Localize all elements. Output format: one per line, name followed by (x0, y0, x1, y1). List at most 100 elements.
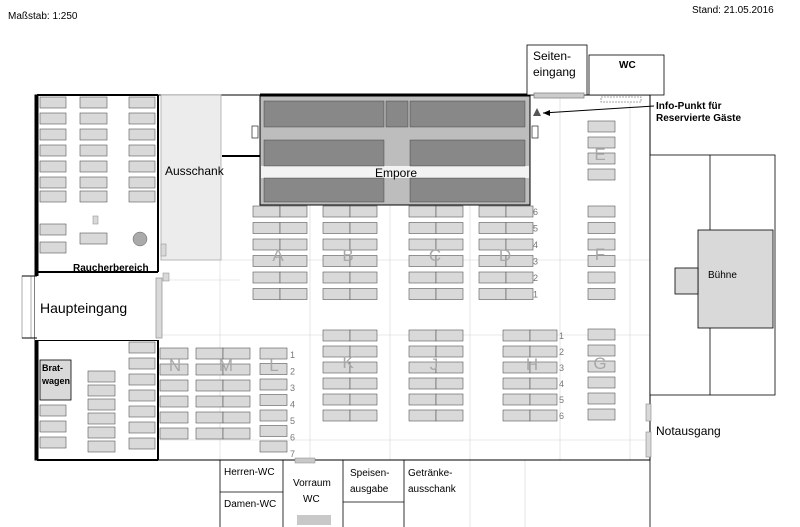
table (587, 136, 616, 149)
row-number: 2 (533, 273, 538, 283)
table (195, 411, 224, 424)
table (478, 288, 507, 300)
table (349, 271, 378, 284)
block-letter: J (430, 355, 439, 374)
table (39, 96, 67, 109)
table (252, 288, 281, 300)
table (587, 376, 616, 389)
table (349, 361, 378, 374)
side-entrance-label-2: eingang (533, 65, 576, 79)
food-counter-label-2: ausgabe (350, 484, 389, 495)
table (39, 241, 67, 254)
table (529, 329, 558, 342)
table (39, 190, 67, 203)
row-number: 1 (559, 331, 564, 341)
table (128, 405, 156, 418)
table (159, 379, 189, 392)
table (349, 288, 378, 300)
table (587, 360, 616, 373)
table (39, 176, 67, 189)
table (587, 392, 616, 405)
info-point-marker (533, 105, 655, 116)
table (128, 341, 156, 354)
drinks-bar-label-2: ausschank (408, 484, 456, 495)
table (279, 271, 308, 284)
table (128, 421, 156, 434)
block-letter: M (219, 356, 233, 375)
emergency-exit-doors (645, 403, 652, 458)
table (505, 238, 534, 251)
table (222, 411, 251, 424)
table (87, 398, 116, 411)
table (128, 389, 156, 402)
block-letter: B (342, 246, 353, 265)
table (587, 288, 616, 300)
table (587, 271, 616, 284)
bottom-rooms (219, 460, 651, 527)
table (408, 409, 437, 422)
table (529, 361, 558, 374)
table (39, 112, 67, 125)
table (79, 190, 108, 203)
table (349, 255, 378, 267)
table (435, 222, 464, 234)
grid-lines (160, 95, 650, 527)
table (435, 238, 464, 251)
table (279, 238, 308, 251)
table (587, 238, 616, 251)
table (587, 222, 616, 234)
table (252, 222, 281, 234)
top-wc-label: WC (619, 60, 636, 71)
table (222, 347, 251, 360)
block-letter: H (526, 355, 538, 374)
table (587, 168, 616, 181)
block-letter: G (593, 354, 606, 373)
table (505, 288, 534, 300)
empore-pillars (251, 125, 539, 139)
table (322, 393, 351, 406)
table (128, 112, 156, 125)
table (39, 144, 67, 157)
table (195, 379, 224, 392)
table (322, 377, 351, 390)
ausschank-area (160, 94, 222, 261)
empore-seats (263, 100, 526, 203)
table (79, 232, 108, 245)
side-entrance-label-1: Seiten- (533, 49, 572, 63)
table (87, 426, 116, 439)
row-number: 5 (533, 224, 538, 234)
scale-label: Maßstab: 1:250 (8, 11, 78, 22)
table (39, 404, 67, 417)
table (349, 222, 378, 234)
table (322, 271, 351, 284)
table (435, 409, 464, 422)
table (279, 205, 308, 218)
table (435, 205, 464, 218)
row-number: 3 (533, 257, 538, 267)
table (502, 409, 531, 422)
table (435, 345, 464, 358)
small-fixtures (92, 215, 170, 282)
table (529, 409, 558, 422)
table (128, 357, 156, 370)
table (349, 393, 378, 406)
table (587, 328, 616, 341)
main-entrance (21, 275, 163, 340)
drinks-bar-label-1: Getränke- (408, 468, 453, 479)
table (222, 363, 251, 376)
row-number: 6 (559, 411, 564, 421)
table (39, 436, 67, 449)
table (408, 329, 437, 342)
table (349, 377, 378, 390)
table (322, 205, 351, 218)
table (79, 128, 108, 141)
table (79, 96, 108, 109)
row-number: 2 (290, 367, 295, 377)
empore-label: Empore (375, 166, 418, 180)
table (502, 377, 531, 390)
table (128, 128, 156, 141)
table (322, 329, 351, 342)
table (87, 384, 116, 397)
table (322, 409, 351, 422)
table (87, 412, 116, 425)
